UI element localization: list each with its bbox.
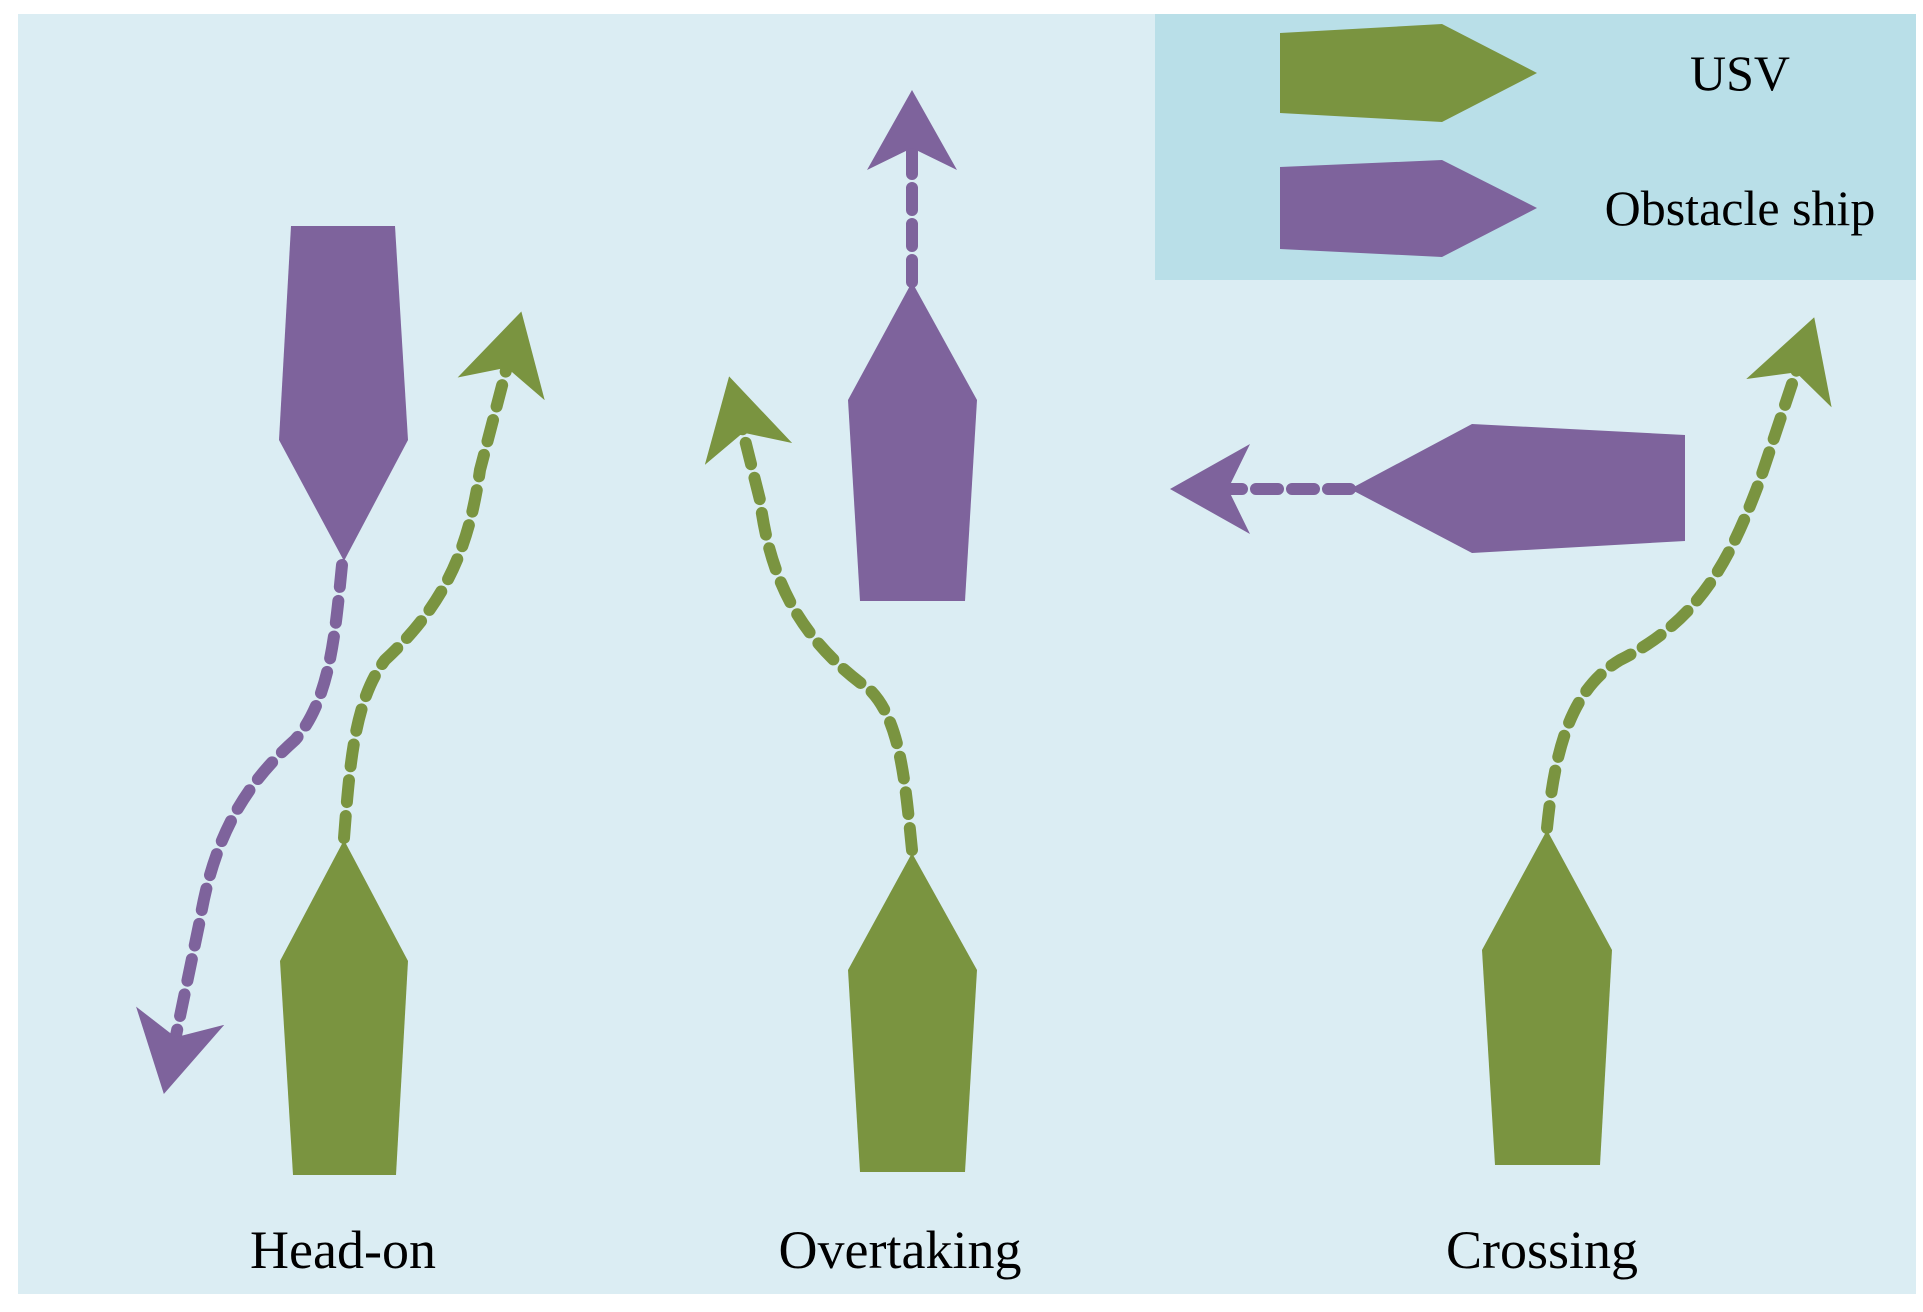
crossing-scenario: Crossing — [1170, 317, 1832, 1280]
legend-usv-ship-icon — [1280, 24, 1537, 122]
legend-obstacle-ship-icon — [1280, 160, 1537, 257]
overtaking-obstacle-ship-icon — [848, 282, 977, 601]
crossing-label: Crossing — [1446, 1220, 1638, 1280]
head-on-usv-ship-icon — [280, 840, 408, 1175]
legend-usv-label: USV — [1690, 45, 1790, 101]
legend: USV Obstacle ship — [1155, 14, 1916, 280]
head-on-usv-path — [338, 311, 545, 844]
head-on-label: Head-on — [250, 1220, 436, 1280]
legend-obstacle-label: Obstacle ship — [1605, 180, 1876, 236]
crossing-usv-path — [1541, 317, 1832, 834]
head-on-obstacle-path — [136, 559, 348, 1095]
crossing-usv-ship-icon — [1482, 830, 1612, 1165]
overtaking-usv-ship-icon — [848, 853, 977, 1172]
head-on-obstacle-ship-icon — [279, 226, 408, 561]
overtaking-usv-path — [704, 376, 918, 856]
overtaking-label: Overtaking — [779, 1220, 1022, 1280]
head-on-scenario: Head-on — [136, 226, 545, 1280]
crossing-obstacle-ship-icon — [1350, 424, 1685, 553]
legend-background — [1155, 14, 1916, 280]
overtaking-scenario: Overtaking — [704, 90, 1022, 1280]
